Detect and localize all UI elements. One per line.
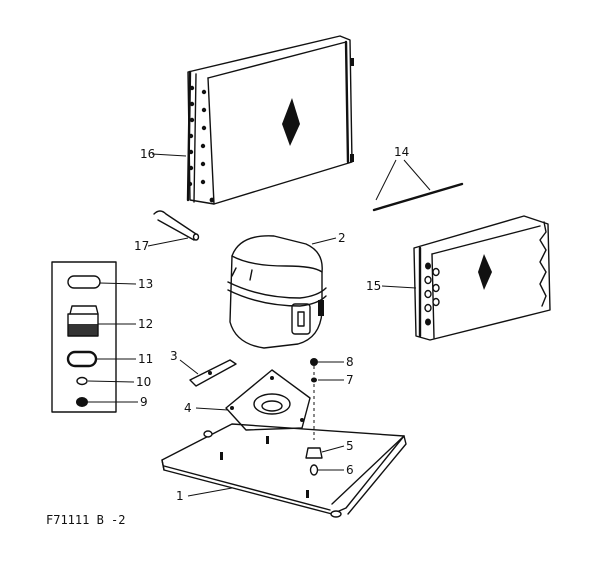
callout-8: 8 bbox=[346, 355, 354, 369]
callout-leaders bbox=[87, 153, 431, 497]
callout-14: 14 bbox=[394, 145, 409, 159]
callout-1: 1 bbox=[176, 489, 184, 503]
gasket-part-11-shape bbox=[66, 350, 98, 368]
callout-5: 5 bbox=[346, 439, 354, 453]
callout-labels: 16 14 17 2 15 13 12 11 10 9 3 4 8 7 5 6 … bbox=[134, 145, 409, 503]
callout-12: 12 bbox=[138, 317, 153, 331]
base-pan-part-1 bbox=[161, 423, 407, 518]
grommet-part-9-shape bbox=[76, 397, 88, 407]
callout-10: 10 bbox=[136, 375, 151, 389]
callout-6: 6 bbox=[346, 463, 354, 477]
callout-11: 11 bbox=[138, 352, 153, 366]
callout-2: 2 bbox=[338, 231, 346, 245]
callout-7: 7 bbox=[346, 373, 354, 387]
condenser-coil-part-16 bbox=[186, 35, 354, 205]
clip-part-13-shape bbox=[67, 275, 101, 289]
figure-id: F71111 B -2 bbox=[46, 513, 125, 527]
compressor-part-2 bbox=[227, 235, 327, 349]
callout-9: 9 bbox=[140, 395, 148, 409]
callout-3: 3 bbox=[170, 349, 178, 363]
callout-13: 13 bbox=[138, 277, 153, 291]
condenser-left-tube-holes bbox=[187, 85, 215, 203]
evaporator-tube-holes bbox=[424, 262, 440, 326]
callout-15: 15 bbox=[366, 279, 381, 293]
callout-4: 4 bbox=[184, 401, 192, 415]
callout-17: 17 bbox=[134, 239, 149, 253]
capillary-tube-part-14 bbox=[372, 182, 464, 212]
mounting-plate-part-4 bbox=[225, 369, 311, 431]
evaporator-coil-part-15 bbox=[413, 215, 551, 341]
bracket-part-3 bbox=[189, 359, 237, 387]
tube-part-17 bbox=[153, 210, 200, 241]
mounting-hardware-stack bbox=[305, 358, 323, 476]
terminal-cover-part-12-shape bbox=[67, 305, 99, 337]
spacer-part-10-shape bbox=[76, 376, 88, 386]
callout-16: 16 bbox=[140, 147, 155, 161]
hardware-kit-panel bbox=[51, 261, 117, 413]
